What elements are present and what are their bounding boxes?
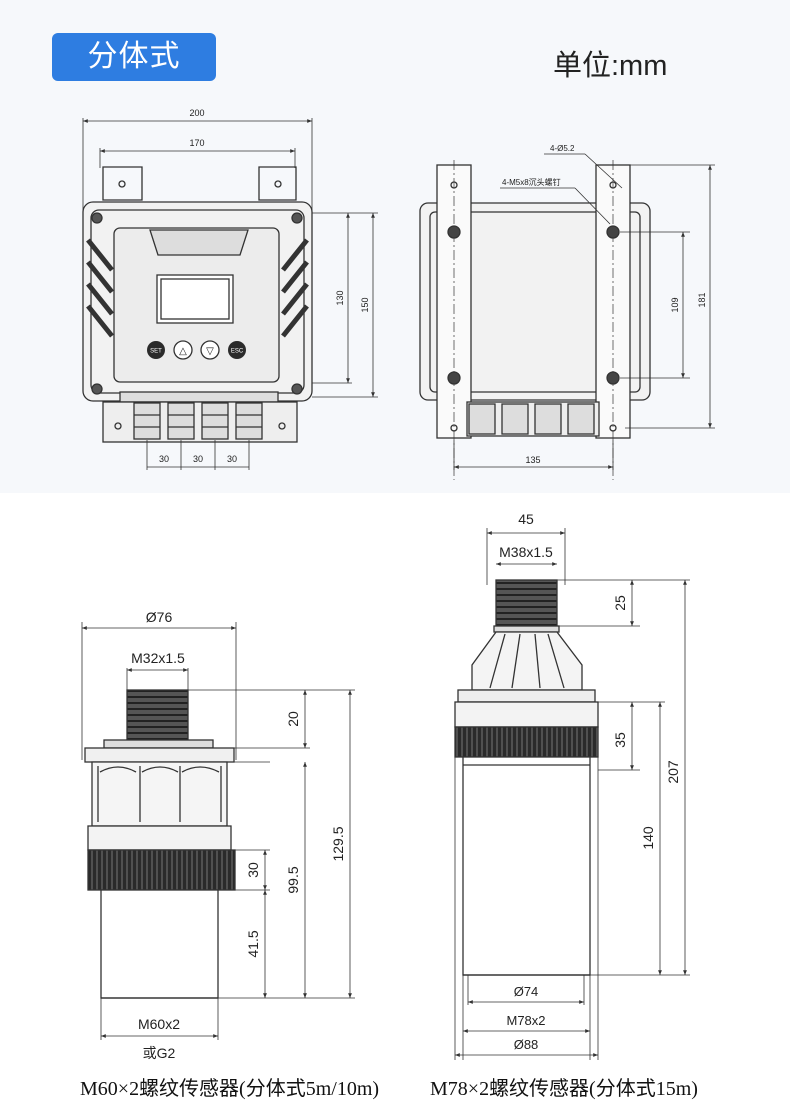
front-inner-dim: 170	[189, 138, 204, 148]
back-view	[419, 153, 715, 480]
small-dim-30: 30	[245, 862, 261, 878]
small-dia-top: Ø76	[146, 609, 173, 625]
large-thread-top: M38x1.5	[499, 544, 553, 560]
down-key-label: ▽	[206, 346, 214, 357]
large-dia-outer: Ø88	[514, 1037, 539, 1052]
sensor-small-drawing	[81, 622, 355, 1040]
up-key	[173, 340, 193, 360]
back-height-181-dim: 181	[697, 292, 707, 307]
front-height-150-dim: 150	[360, 297, 370, 312]
front-width-dim: 200	[189, 108, 204, 118]
gland-spacing-1: 30	[159, 454, 169, 464]
front-height-130-dim: 130	[335, 290, 345, 305]
front-view	[82, 118, 378, 470]
keypad: SET △ ▽ ESC	[147, 340, 246, 360]
large-sensor-caption: M78×2螺纹传感器(分体式15m)	[430, 1078, 698, 1100]
large-thread-bottom: M78x2	[506, 1013, 545, 1028]
large-dia-inner: Ø74	[514, 984, 539, 999]
large-dim-45: 45	[518, 511, 534, 527]
unit-label: 单位:mm	[553, 50, 668, 82]
screw-note: 4-M5x8沉头螺钉	[502, 177, 561, 187]
esc-key-label: ESC	[231, 349, 244, 355]
small-thread-bottom: M60x2	[138, 1016, 180, 1032]
large-dim-total: 207	[665, 760, 681, 784]
small-thread-top: M32x1.5	[131, 650, 185, 666]
large-dim-140: 140	[640, 826, 656, 850]
small-dim-total: 129.5	[330, 826, 346, 861]
set-key	[147, 341, 165, 359]
large-dim-35: 35	[612, 732, 628, 748]
up-key-label: △	[179, 346, 187, 357]
small-dim-20: 20	[285, 711, 301, 727]
back-width-dim: 135	[525, 455, 540, 465]
mount-type-badge: 分体式	[52, 33, 216, 81]
sensor-large-drawing	[454, 528, 690, 1060]
small-dim-995: 99.5	[285, 866, 301, 893]
esc-key	[228, 341, 246, 359]
set-key-label: SET	[150, 349, 162, 355]
small-dim-415: 41.5	[245, 930, 261, 957]
large-dim-25: 25	[612, 595, 628, 611]
small-alt-thread: 或G2	[143, 1045, 176, 1061]
back-height-109-dim: 109	[670, 297, 680, 312]
small-sensor-caption: M60×2螺纹传感器(分体式5m/10m)	[80, 1078, 380, 1100]
down-key	[200, 340, 220, 360]
gland-spacing-3: 30	[227, 454, 237, 464]
gland-spacing-2: 30	[193, 454, 203, 464]
hole-note: 4-Ø5.2	[550, 144, 575, 153]
cable-glands	[133, 402, 263, 440]
